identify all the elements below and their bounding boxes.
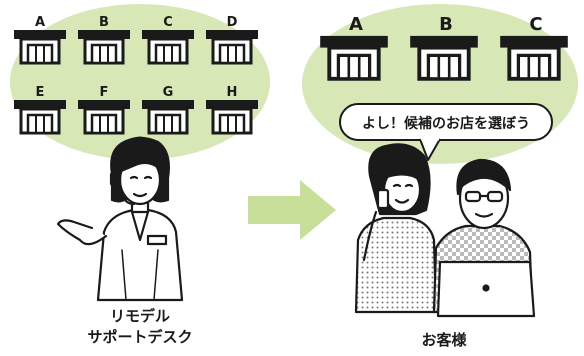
store-icon-b bbox=[408, 33, 480, 81]
support-desk-caption: リモデル サポートデスク bbox=[78, 306, 202, 348]
store-icon-g bbox=[140, 98, 196, 135]
store-icon-h bbox=[204, 98, 260, 135]
support-desk-person bbox=[56, 136, 184, 302]
store-label: A bbox=[349, 14, 363, 35]
speech-bubble: よし！候補のお店を選ぼう bbox=[339, 103, 553, 161]
store-label: C bbox=[529, 14, 542, 35]
store-icon-a bbox=[318, 33, 390, 81]
store-icon-b bbox=[76, 28, 132, 65]
flow-arrow-icon bbox=[248, 180, 336, 240]
store-icon-f bbox=[76, 98, 132, 135]
speech-text: よし！候補のお店を選ぼう bbox=[362, 115, 530, 132]
store-icon-a bbox=[12, 28, 68, 65]
customer-woman bbox=[354, 143, 438, 314]
caption-line: リモデル bbox=[109, 307, 170, 325]
left-thought-bubble bbox=[10, 4, 270, 160]
store-label: G bbox=[163, 85, 174, 100]
store-icon-e bbox=[12, 98, 68, 135]
store-label: E bbox=[36, 85, 45, 100]
customer-man bbox=[432, 158, 536, 318]
store-label: F bbox=[100, 85, 109, 100]
store-label: C bbox=[163, 15, 173, 30]
store-label: B bbox=[99, 15, 109, 30]
store-icon-d bbox=[204, 28, 260, 65]
caption-line: サポートデスク bbox=[87, 328, 193, 346]
store-icon-c bbox=[140, 28, 196, 65]
store-label: A bbox=[35, 15, 45, 30]
customer-caption: お客様 bbox=[404, 330, 484, 351]
store-label: D bbox=[227, 15, 238, 30]
caption-line: お客様 bbox=[421, 331, 467, 349]
store-label: B bbox=[439, 14, 453, 35]
store-label: H bbox=[227, 85, 238, 100]
store-icon-c bbox=[498, 33, 570, 81]
